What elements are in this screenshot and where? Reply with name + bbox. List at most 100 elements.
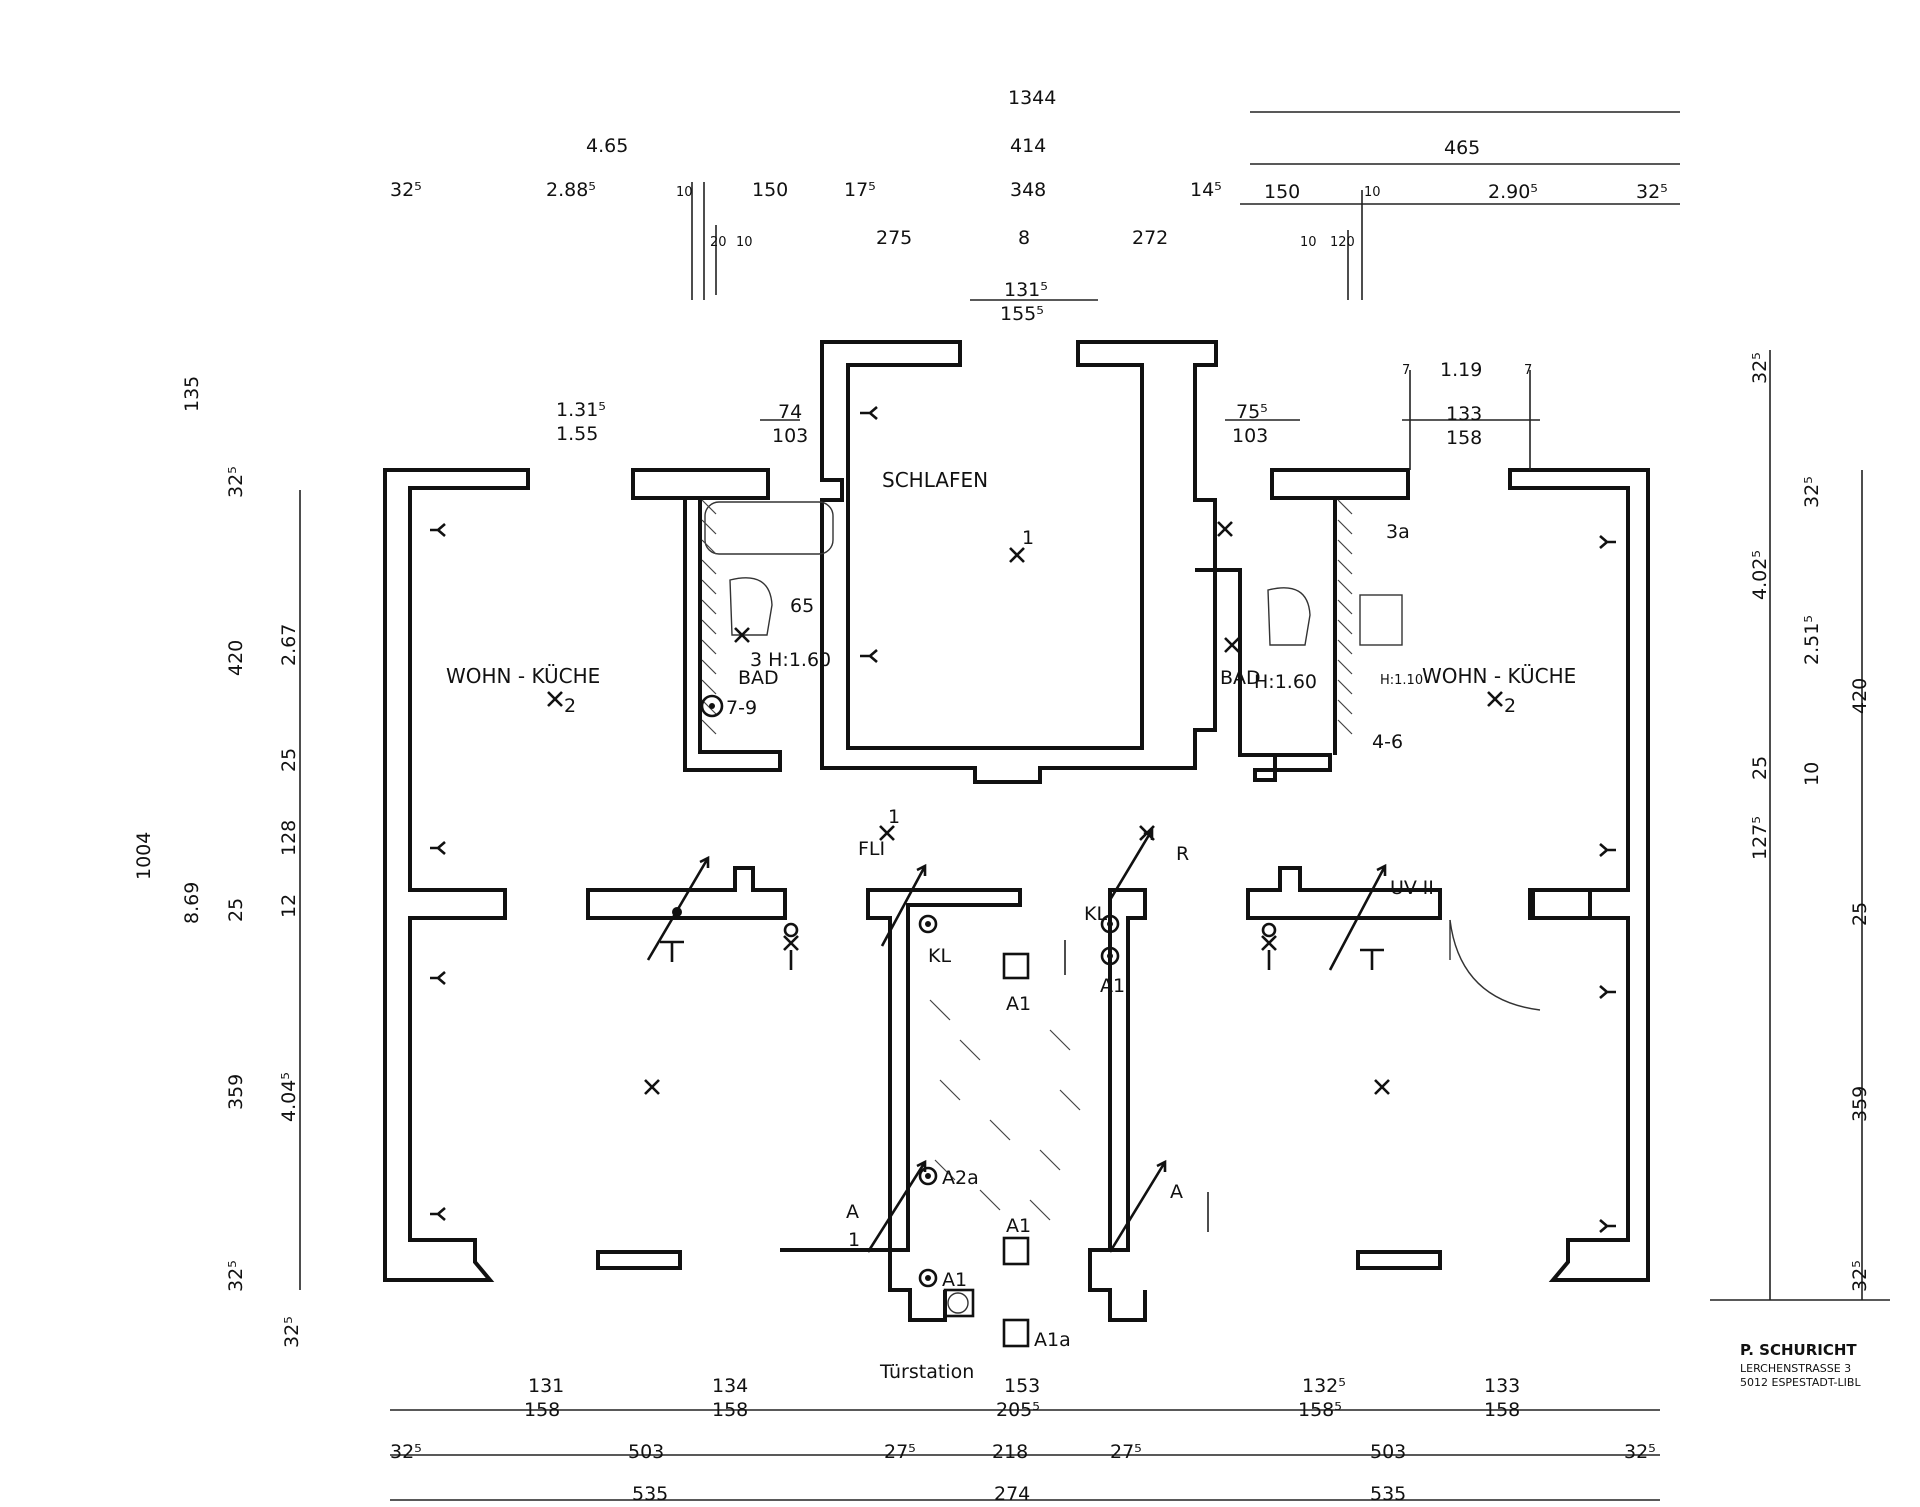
bathtub-left xyxy=(704,501,834,555)
dim-right-325-b: 32⁵ xyxy=(1801,476,1823,508)
socket-k2-mid-left xyxy=(430,841,446,855)
room-wohn-kueche-left-marker: 2 xyxy=(564,695,576,717)
light-symbol-right xyxy=(1261,935,1277,970)
label-a1a: A1a xyxy=(1034,1329,1071,1351)
dim-right-25a: 25 xyxy=(1749,756,1771,780)
switch-arrow-uv xyxy=(1328,863,1387,971)
architect-city: 5012 ESPESTADT-LIBL xyxy=(1740,1376,1861,1389)
dim-left-267: 2.67 xyxy=(278,624,300,666)
dim-103-left: 103 xyxy=(772,425,808,447)
room-schlafen-marker: 1 xyxy=(1022,527,1034,549)
switch-arrow-r xyxy=(1108,827,1154,901)
room-wohn-kueche-left: WOHN - KÜCHE xyxy=(446,664,600,688)
room-bad-right: BAD xyxy=(1220,667,1261,689)
right-dimensions: 32⁵ 32⁵ 4.02⁵ 2.51⁵ 420 25 10 127⁵ 25 35… xyxy=(1749,352,1871,1292)
dim-b503l: 503 xyxy=(628,1441,664,1463)
symbol-labels: 3 H:1.60 H:1.60 H:1.10 Türstation UV-II … xyxy=(726,521,1434,1383)
architect-name: P. SCHURICHT xyxy=(1740,1341,1857,1359)
label-a2a: A2a xyxy=(942,1167,979,1189)
a1-circle-bottom xyxy=(918,1268,938,1288)
socket-k1-left xyxy=(430,971,446,985)
architect-stamp: P. SCHURICHT LERCHENSTRASSE 3 5012 ESPES… xyxy=(1740,1341,1861,1389)
label-k3a: 3a xyxy=(1386,521,1410,543)
socket-1-lower-right xyxy=(1599,1219,1616,1233)
dim-1315: 131⁵ xyxy=(1004,279,1048,301)
dim-465-left: 4.65 xyxy=(586,135,628,157)
dim-right-420: 420 xyxy=(1849,678,1871,714)
dim-7a: 7 xyxy=(1402,363,1410,378)
socket-1-right xyxy=(1599,985,1616,999)
dim-right-2515: 2.51⁵ xyxy=(1801,615,1823,665)
label-range-left: 7-9 xyxy=(726,697,757,719)
dim-10-right: 10 xyxy=(1364,185,1381,200)
dim-b1325: 132⁵ xyxy=(1302,1375,1346,1397)
label-r: R xyxy=(1176,843,1189,865)
a1-circle-right xyxy=(1100,946,1120,966)
marker-x-wohn-left xyxy=(547,691,563,707)
dim-348: 348 xyxy=(1010,179,1046,201)
dim-155-left: 1.55 xyxy=(556,423,598,445)
box-a1-mid xyxy=(1002,1236,1030,1266)
dim-b325l: 32⁵ xyxy=(390,1441,422,1463)
tuerstation-box xyxy=(943,1288,975,1318)
dim-right-325-top: 32⁵ xyxy=(1749,352,1771,384)
dim-left-128: 128 xyxy=(278,820,300,856)
dim-right-1275: 127⁵ xyxy=(1749,816,1771,860)
label-a-left: A xyxy=(846,1201,859,1223)
hatching-right-bath xyxy=(1337,499,1353,735)
kl-circle-left xyxy=(918,914,938,934)
hatching-left-bath xyxy=(701,499,717,735)
fixtures xyxy=(701,499,1541,1221)
dim-left-135: 135 xyxy=(181,376,203,412)
dim-left-420: 420 xyxy=(225,640,247,676)
dim-left-4045: 4.04⁵ xyxy=(278,1072,300,1122)
dim-b158b: 158 xyxy=(712,1399,748,1421)
dim-10: 10 xyxy=(676,185,693,200)
dim-right-325-bottom: 32⁵ xyxy=(1849,1260,1871,1292)
socket-k2-top-left xyxy=(430,523,446,537)
dim-74: 74 xyxy=(778,401,802,423)
switch-arrow-a-left xyxy=(866,1159,927,1253)
dim-left-869: 8.69 xyxy=(181,882,203,924)
electrical-symbols xyxy=(430,406,1616,1348)
label-a1-bottom: A1 xyxy=(942,1269,967,1291)
toilet-right xyxy=(1267,587,1311,646)
label-kueche-right-height: H:1.10 xyxy=(1380,673,1423,688)
dim-275: 275 xyxy=(876,227,912,249)
dim-755: 75⁵ xyxy=(1236,401,1268,423)
label-bad-right-height: H:1.60 xyxy=(1254,671,1317,693)
dim-20: 20 xyxy=(710,235,727,250)
label-bad-left-height: 3 H:1.60 xyxy=(750,649,831,671)
dim-right-359: 359 xyxy=(1849,1086,1871,1122)
dim-103-right: 103 xyxy=(1232,425,1268,447)
marker-x-fl xyxy=(879,825,895,841)
socket-2-top-right xyxy=(1599,535,1616,549)
door-swing-right xyxy=(1449,919,1541,1011)
dim-b325r: 32⁵ xyxy=(1624,1441,1656,1463)
dim-1555: 155⁵ xyxy=(1000,303,1044,325)
label-a-right: A xyxy=(1170,1181,1183,1203)
toilet-left xyxy=(729,577,773,636)
dim-288: 2.88⁵ xyxy=(546,179,596,201)
dim-b218: 218 xyxy=(992,1441,1028,1463)
dim-272: 272 xyxy=(1132,227,1168,249)
dim-10b: 10 xyxy=(736,235,753,250)
dim-2905: 2.90⁵ xyxy=(1488,181,1538,203)
dim-325-left: 32⁵ xyxy=(390,179,422,201)
dim-b535r: 535 xyxy=(1370,1483,1406,1505)
bottom-dimensions: 131 158 134 158 153 205⁵ 132⁵ 158⁵ 133 1… xyxy=(390,1375,1656,1505)
dim-119: 1.19 xyxy=(1440,359,1482,381)
dim-b275l: 27⁵ xyxy=(884,1441,916,1463)
left-dimensions: 135 32⁵ 420 2.67 25 128 1004 8.69 25 12 … xyxy=(133,376,303,1348)
dim-b1585: 158⁵ xyxy=(1298,1399,1342,1421)
dim-total-top: 1344 xyxy=(1008,87,1056,109)
dim-8: 8 xyxy=(1018,227,1030,249)
dim-465-right: 465 xyxy=(1444,137,1480,159)
dim-133: 133 xyxy=(1446,403,1482,425)
dim-left-325-top: 32⁵ xyxy=(225,466,247,498)
label-a1-mid: A1 xyxy=(1006,1215,1031,1237)
room-schlafen: SCHLAFEN xyxy=(882,468,988,492)
room-fl: FLI xyxy=(858,838,885,860)
room-bad-left: BAD xyxy=(738,667,779,689)
